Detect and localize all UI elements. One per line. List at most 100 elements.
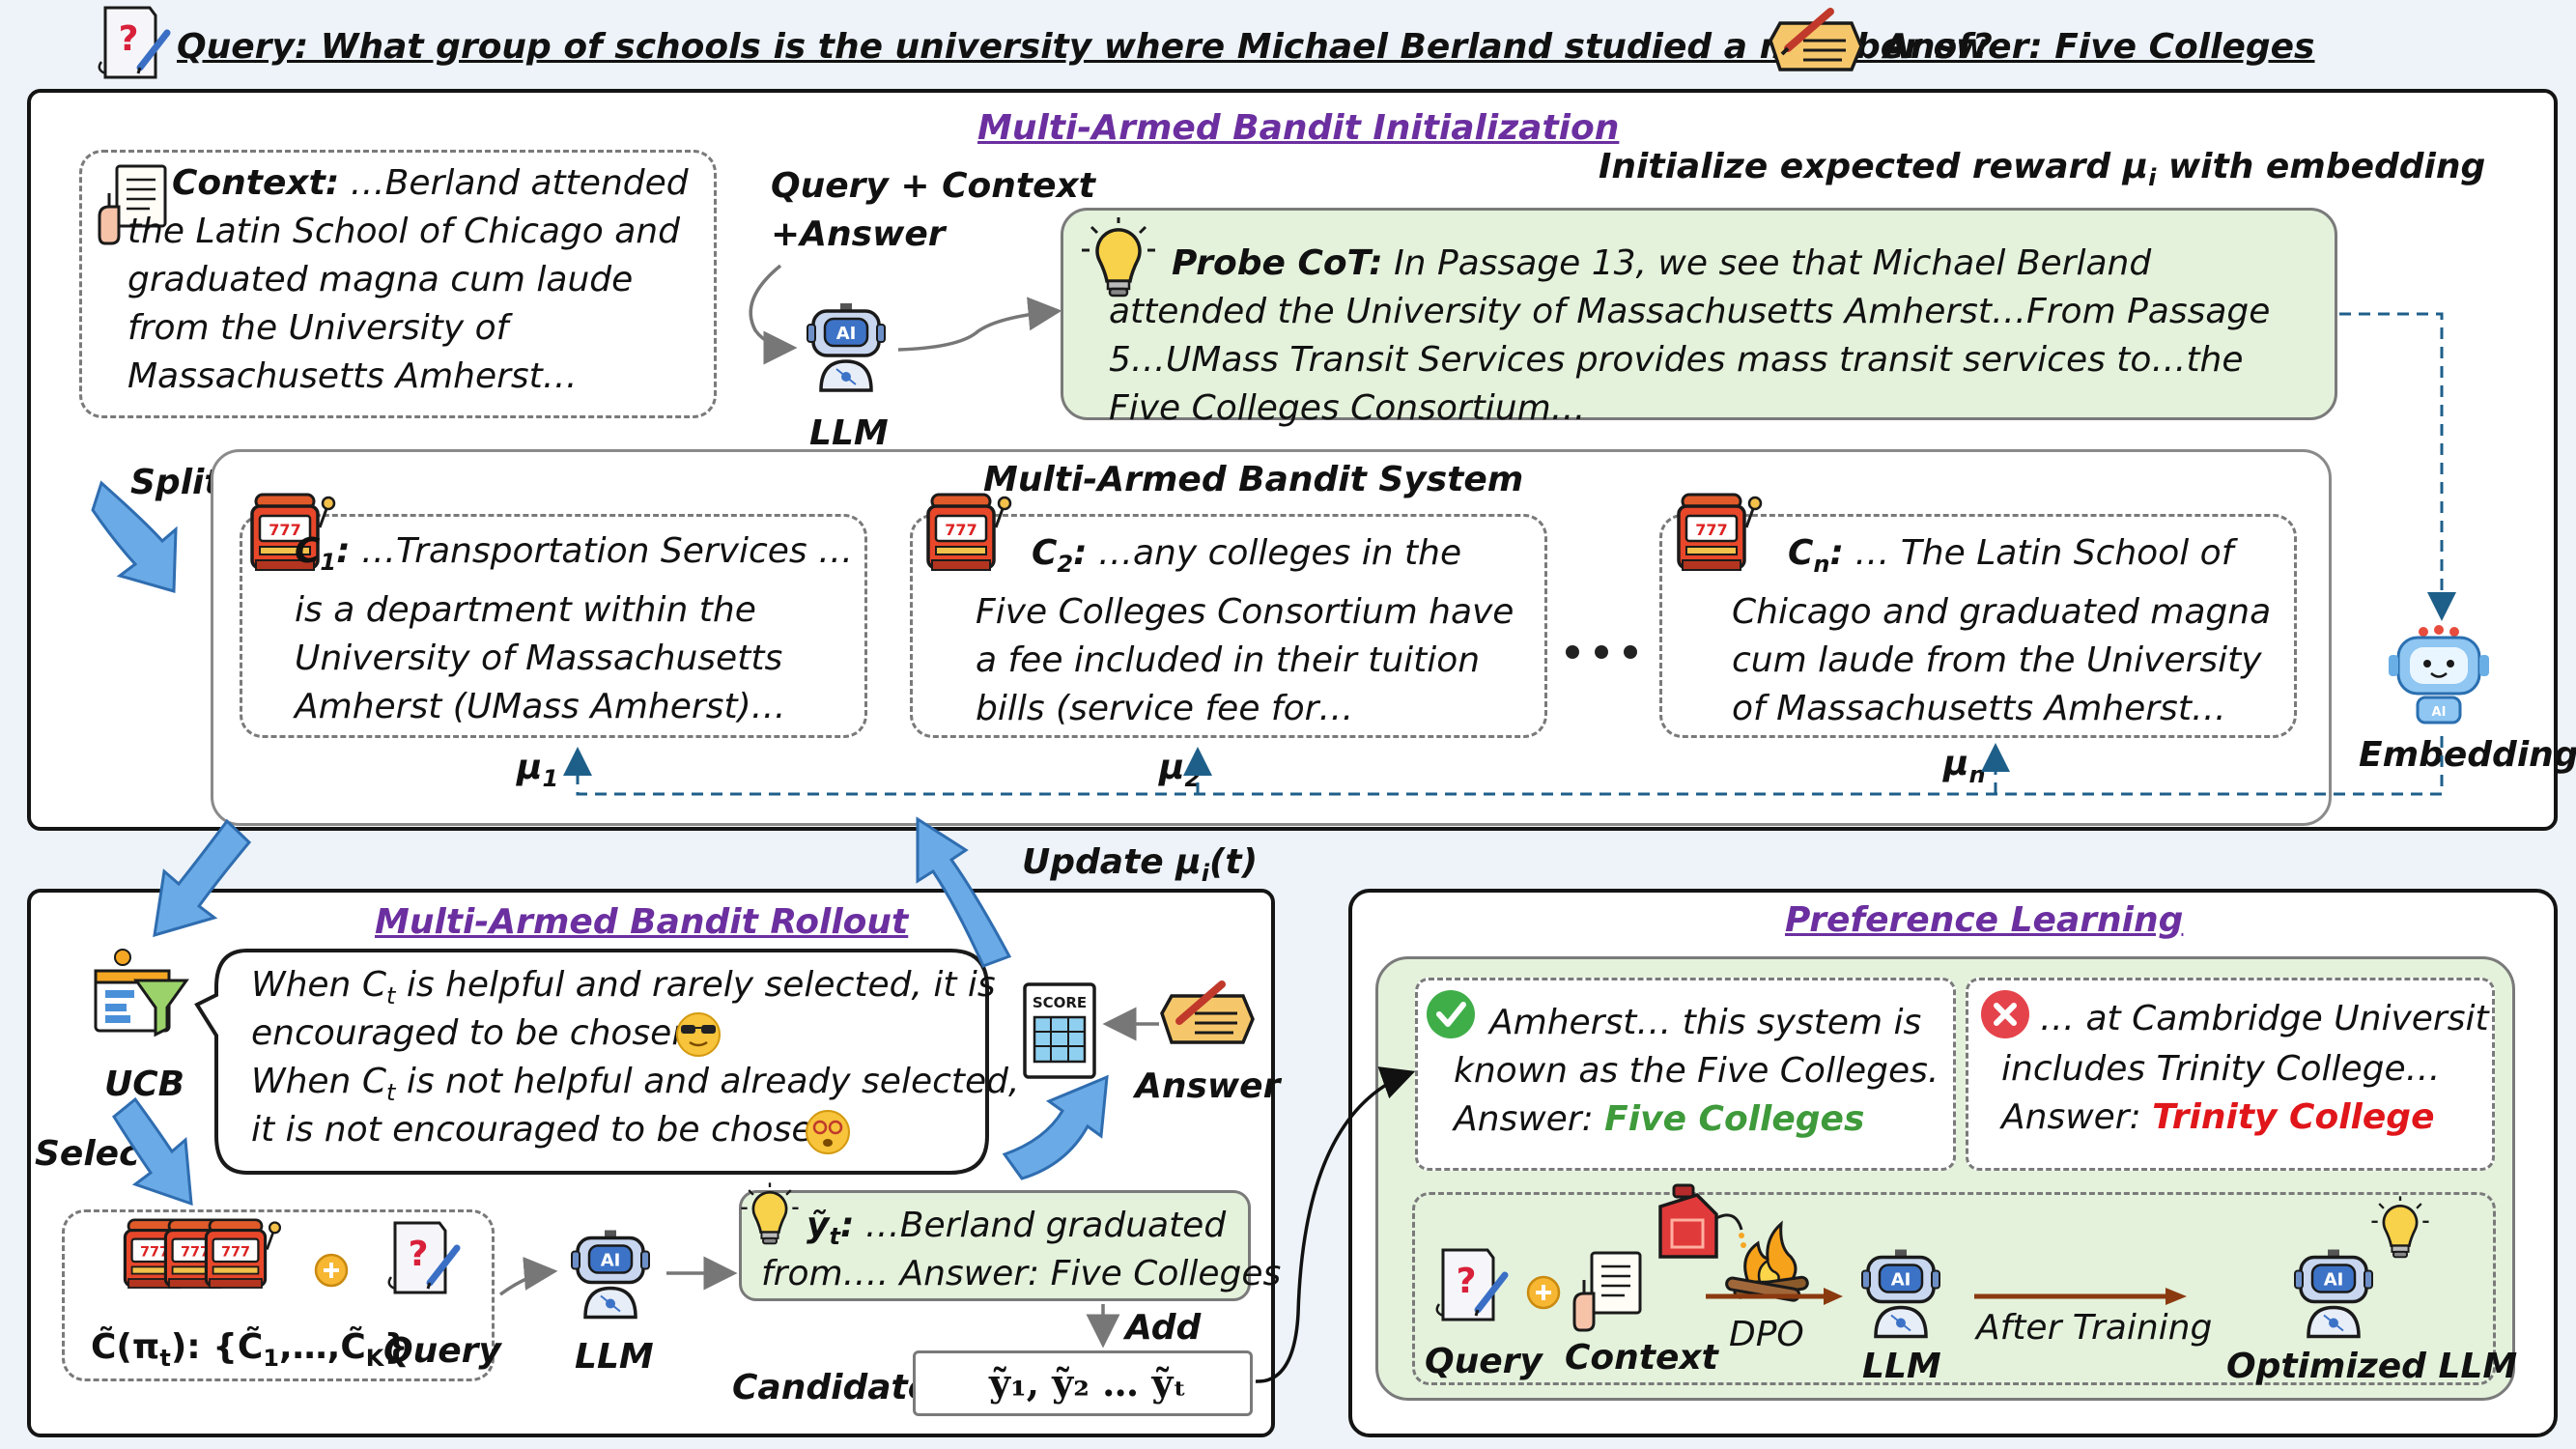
context-box [79,150,717,418]
subset-end: } [383,1327,410,1367]
chunk-cn-box [1659,514,2297,738]
embedding-robot-icon: AI [2389,625,2489,724]
query-label-pref: Query [1425,1342,1543,1381]
yt-line-1: ỹt: …Berland graduated [807,1202,1226,1261]
fuel-can-icon [1658,1183,1746,1259]
c1-sub: 1 [320,549,337,577]
split-blue-arrow [91,480,178,593]
ucb-funnel-icon [94,949,189,1037]
init-note-pre: Initialize expected reward [1599,147,2123,186]
to-rollout-blue-arrow [153,818,252,938]
bubble-line-4: it is not encouraged to be chosen. [251,1106,846,1154]
context-text: Context: …Berland attended the Latin Sch… [127,159,707,401]
init-note-sym: μ [2122,147,2149,186]
speech-bubble [194,949,989,1175]
probe-to-embedding-arrow [2339,312,2456,621]
dpo-arrow [1706,1288,1843,1305]
negative-answer-pre: Answer: [2001,1097,2153,1137]
mu-2-sym: μ [1159,748,1185,787]
update-blue-arrow [916,816,1012,968]
update-text: Update [1022,842,1176,882]
positive-box [1415,978,1956,1171]
probe-cot-body: In Passage 13, we see that Michael Berla… [1109,243,2271,428]
qca-label-line2: +Answer [771,214,946,254]
update-arg: (t) [1208,842,1259,882]
dpo-label: DPO [1729,1315,1804,1354]
mu-1-sym: μ [517,748,543,787]
negative-box [1966,978,2495,1171]
pen-paper-icon [1769,8,1863,71]
dizzy-emoji-icon [806,1110,850,1154]
after-training-arrow [1974,1288,2187,1305]
preference-title: Preference Learning [1785,900,2184,940]
query-header: Query: What group of schools is the univ… [177,27,1993,67]
c1-label: C [295,531,321,571]
embedding-to-mu-line [563,736,2444,796]
cross-icon [1981,990,2029,1038]
smile-emoji-icon [676,1012,721,1057]
add-label: Add [1125,1308,1202,1348]
probe-cot-box [1061,208,2337,420]
positive-answer-pre: Answer: [1454,1099,1605,1139]
negative-line-3: Answer: Trinity College [2001,1094,2434,1142]
bubble-l3-a: When C [251,1062,386,1101]
training-box [1412,1192,2496,1385]
qca-label-line1: Query + Context [771,166,1095,206]
update-sub: i [1201,860,1209,888]
probe-cot-text: Probe CoT: In Passage 13, we see that Mi… [1109,240,2307,433]
chunk-c1-box [240,514,867,738]
chunk-c2-text: C2: …any colleges in the Five Colleges C… [976,533,1514,729]
mu-1-sub: 1 [542,765,559,793]
candidate-box [913,1350,1253,1416]
context-body: …Berland attended the Latin School of Ch… [127,163,689,396]
positive-answer: Five Colleges [1604,1099,1865,1139]
init-note-sub: i [2148,164,2157,192]
llm-label-rollout: LLM [575,1337,654,1377]
check-icon [1427,990,1475,1038]
subset-to-llm-arrow [498,1256,558,1296]
cn-sub: n [1813,551,1830,579]
positive-line-2: known as the Five Colleges. [1454,1051,1939,1091]
answer-header: Answer: Five Colleges [1883,27,2315,67]
bubble-l3-sub: t [385,1079,396,1107]
negative-line-2: includes Trinity College… [2001,1049,2441,1089]
bubble-l1-b: is helpful and rarely selected, it is [395,965,996,1005]
bubble-l3-b: is not helpful and already selected, [395,1062,1020,1101]
query-label-rollout: Query [383,1331,501,1371]
llm-to-probe-arrow [897,297,1062,352]
subset-sk: K [365,1345,384,1373]
bubble-line-2: encouraged to be chosen. [251,1009,705,1058]
subset-sub: t [159,1345,171,1373]
ellipsis-icon [1566,645,1637,659]
llm-label-init: LLM [809,413,889,453]
c1-body: …Transportation Services … is a departme… [295,531,854,727]
yt-sym: ỹ [807,1206,830,1245]
candidate-label: Candidate [732,1368,932,1407]
c2-sub: 2 [1057,551,1074,579]
chunk-c1-text: C1: …Transportation Services … is a depa… [295,531,854,727]
answer-label-rollout: Answer [1135,1066,1281,1106]
llm-label-pref: LLM [1862,1347,1941,1386]
chunk-cn-text: Cn: … The Latin School of Chicago and gr… [1732,533,2272,729]
bubble-l4: it is not encouraged to be chosen. [251,1110,846,1150]
mu-n-sym: μ [1943,744,1969,783]
yt-box [739,1190,1251,1301]
subset-label: C̃(πt): {C̃1,…,C̃K} [91,1323,409,1382]
cn-label: C [1788,533,1814,573]
candidate-to-preference-arrow [1255,1066,1416,1383]
bubble-line-1: When Ct is helpful and rarely selected, … [251,961,996,1020]
yt-line-2: from…. Answer: Five Colleges [761,1254,1282,1293]
subset-a: C̃(π [91,1327,160,1367]
candidate-set: ỹ₁, ỹ₂ … ỹₜ [989,1361,1187,1405]
bubble-l2: encouraged to be chosen. [251,1013,705,1053]
c2-body: …any colleges in the Five Colleges Conso… [976,533,1514,729]
negative-line-1: … at Cambridge Universit [2040,999,2489,1038]
update-mu-label: Update μi(t) [1022,838,1258,897]
bubble-l1-a: When C [251,965,386,1005]
qca-to-llm-arrow [749,264,798,365]
positive-line-3: Answer: Five Colleges [1454,1095,1864,1144]
rollout-title: Multi-Armed Bandit Rollout [375,902,909,942]
positive-line-1: Amherst… this system is [1489,1003,1922,1042]
svg-text:AI: AI [2432,705,2447,720]
